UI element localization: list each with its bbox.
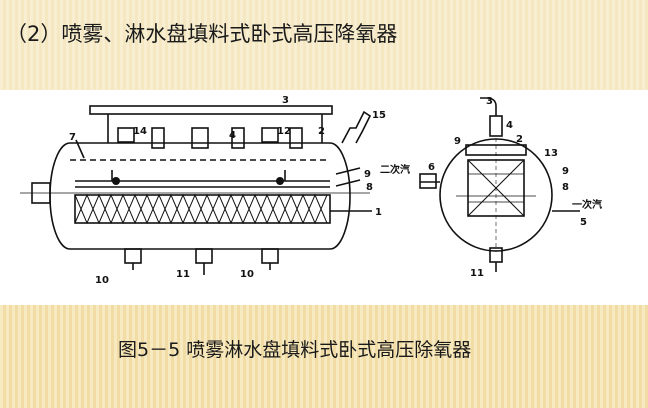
label-12: 12 xyxy=(277,126,291,137)
label-11: 11 xyxy=(176,269,190,280)
header-pipe xyxy=(89,105,333,115)
end-label-9-left: 9 xyxy=(454,136,461,147)
figure-caption: 图5－5 喷雾淋水盘填料式卧式高压除氧器 xyxy=(118,339,472,361)
end-label-5: 5 xyxy=(580,217,587,228)
label-1: 1 xyxy=(375,207,382,218)
caption-band xyxy=(0,305,648,408)
label-4: 4 xyxy=(229,130,236,141)
packing-layer xyxy=(74,194,331,224)
secondary-steam-label: 二次汽 xyxy=(380,163,410,176)
label-14: 14 xyxy=(133,126,147,137)
label-15: 15 xyxy=(372,110,386,121)
end-label-6: 6 xyxy=(428,162,435,173)
label-10-left: 10 xyxy=(95,275,109,286)
label-3: 3 xyxy=(282,95,289,106)
deaerator-drawing: 1 2 3 4 7 8 9 10 10 11 12 14 15 2 3 4 5 … xyxy=(20,95,602,286)
end-label-3: 3 xyxy=(486,96,493,107)
end-label-13: 13 xyxy=(544,148,558,159)
end-label-8: 8 xyxy=(562,182,569,193)
header-band xyxy=(0,0,648,90)
label-9: 9 xyxy=(364,169,371,180)
deaerator-figure: 1 2 3 4 7 8 9 10 10 11 12 14 15 2 3 4 5 … xyxy=(0,90,648,305)
label-2: 2 xyxy=(318,126,325,137)
primary-steam-label: 一次汽 xyxy=(572,198,602,211)
end-label-4: 4 xyxy=(506,120,513,131)
label-7: 7 xyxy=(69,132,76,143)
end-label-2: 2 xyxy=(516,134,523,145)
label-10-right: 10 xyxy=(240,269,254,280)
end-label-11: 11 xyxy=(470,268,484,279)
vessel-shell xyxy=(49,142,351,250)
end-label-9-right: 9 xyxy=(562,166,569,177)
label-8: 8 xyxy=(366,182,373,193)
slide-title: （2）喷雾、淋水盘填料式卧式高压降氧器 xyxy=(6,22,398,46)
